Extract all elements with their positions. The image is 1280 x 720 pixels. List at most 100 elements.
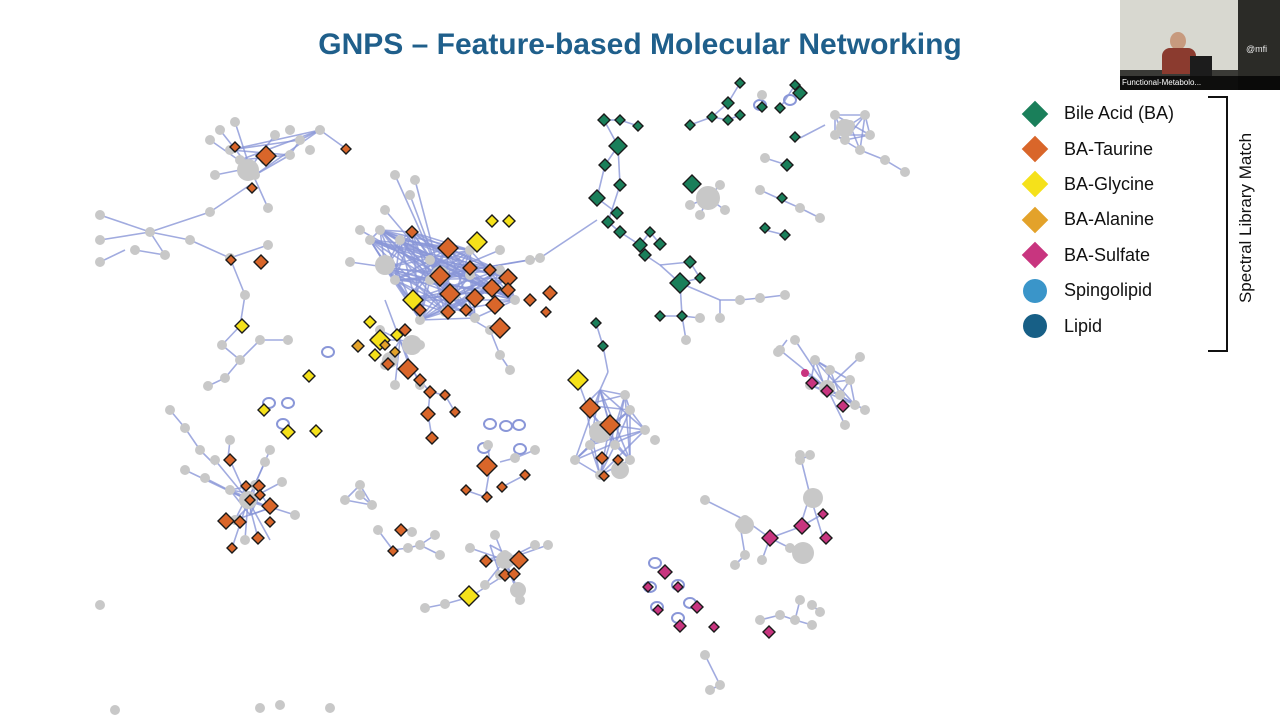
network-edge [254,154,291,176]
unmatched-node [755,615,765,625]
unmatched-node [290,510,300,520]
matched-node-tau [255,145,277,167]
unmatched-node [510,453,520,463]
matched-node-sul [642,581,654,593]
webcam-thumbnail[interactable]: @mfi Functional-Metabolo... [1120,0,1280,90]
matched-node-tau [439,283,461,305]
matched-node-tau [405,225,419,239]
matched-node-tau [462,260,478,276]
network-edge [599,389,646,431]
unmatched-node [315,125,325,135]
matched-node-sul [690,600,704,614]
unmatched-node [855,145,865,155]
matched-node-gly [309,424,323,438]
matched-node-gly [485,214,499,228]
matched-node-tau [423,385,437,399]
unmatched-node [836,119,854,137]
unmatched-node [375,255,395,275]
unmatched-node [860,110,870,120]
self-loop-edge [321,346,335,358]
unmatched-node [803,488,823,508]
unmatched-node [585,440,595,450]
matched-node-sul [673,619,687,633]
matched-node-ba [590,317,602,329]
legend: Bile Acid (BA) BA-Taurine BA-Glycine BA-… [1020,96,1220,344]
unmatched-node [483,440,493,450]
unmatched-node [390,170,400,180]
unmatched-node [880,155,890,165]
matched-node-ba [632,120,644,132]
matched-node-tau [465,288,485,308]
self-loop-edge [783,94,797,106]
network-edge [444,299,516,313]
legend-label: BA-Sulfate [1064,244,1151,265]
matched-node-tau [261,497,279,515]
unmatched-node [430,530,440,540]
unmatched-node [480,580,490,590]
legend-item-lipid: Lipid [1020,308,1220,343]
matched-node-ba [756,101,768,113]
unmatched-node [215,125,225,135]
unmatched-node [110,705,120,715]
unmatched-node [720,205,730,215]
unmatched-nodes [95,88,910,715]
network-edge [607,184,621,223]
legend-item-bile-acid: Bile Acid (BA) [1020,96,1220,131]
unmatched-node [345,257,355,267]
matched-node-tau [459,303,473,317]
matched-node-tau [397,358,419,380]
network-edge [624,394,631,461]
legend-label: Bile Acid (BA) [1064,103,1175,124]
matched-node-tau [460,484,472,496]
unmatched-node [255,335,265,345]
unmatched-node [470,313,480,323]
matched-node-gly [368,348,382,362]
matched-node-tau [398,323,412,337]
unmatched-node [830,110,840,120]
unmatched-node [650,435,660,445]
unmatched-node [465,543,475,553]
unmatched-node [685,200,695,210]
matched-node-tau [420,406,436,422]
matched-node-tau [223,453,237,467]
matched-node-tau [481,491,493,503]
matched-node-sul [652,604,664,616]
matched-node-sul [820,384,834,398]
unmatched-node [265,445,275,455]
matched-node-ba [653,237,667,251]
unmatched-node [735,295,745,305]
unmatched-node [405,190,415,200]
matched-node-tau [387,545,399,557]
matched-node-ba [780,158,794,172]
unmatched-node [611,461,629,479]
matched-node-gly [234,318,250,334]
network-edge [614,409,631,446]
matched-node-tau [381,357,395,371]
unmatched-node [510,295,520,305]
network-edge [614,394,626,446]
matched-node-sul [805,376,819,390]
matched-node-tau [413,303,427,317]
unmatched-node [165,405,175,415]
unmatched-node [180,465,190,475]
matched-node-sul [793,517,811,535]
unmatched-node [715,680,725,690]
network-edge [859,114,866,151]
matched-node-sul [836,399,850,413]
unmatched-node [200,473,210,483]
unmatched-node [757,90,767,100]
matched-node-tau [439,389,451,401]
network-edge [239,129,321,161]
matched-node-sul [801,369,809,377]
unmatched-node [375,225,385,235]
network-edge [599,444,616,476]
matched-node-ba [613,178,627,192]
network-edge [779,349,828,389]
unmatched-node [220,373,230,383]
unmatched-node [263,203,273,213]
unmatched-node [496,551,514,569]
unmatched-node [217,340,227,350]
unmatched-node [240,290,250,300]
network-edge [814,359,856,406]
network-edge [799,124,826,139]
